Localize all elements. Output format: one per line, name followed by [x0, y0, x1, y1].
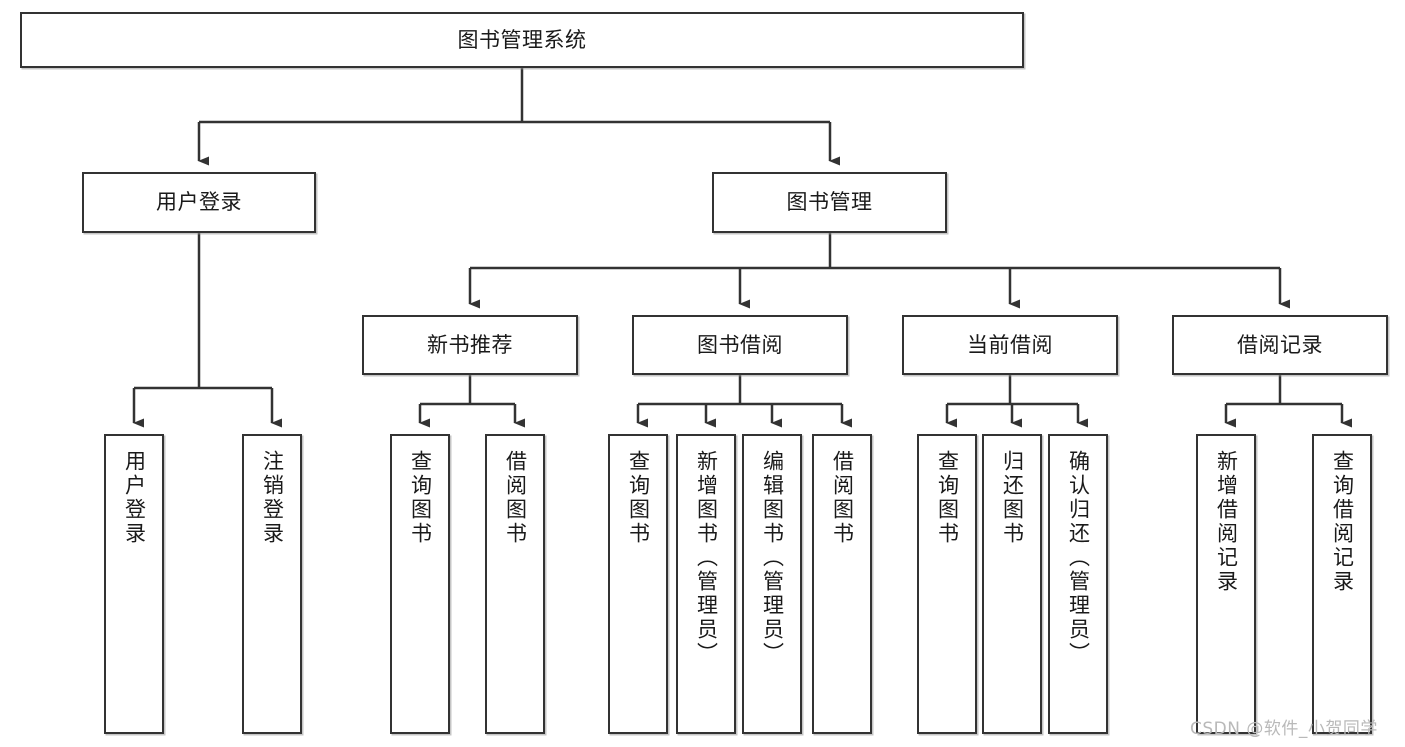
node-leaf-borrow-book-new[interactable]: 借阅图书: [485, 434, 545, 734]
node-current-borrow-label: 当前借阅: [967, 332, 1053, 357]
node-root[interactable]: 图书管理系统: [20, 12, 1024, 68]
node-new-book-recommend[interactable]: 新书推荐: [362, 315, 578, 375]
node-leaf-user-login-label: 用户登录: [122, 450, 147, 546]
node-leaf-add-record[interactable]: 新增借阅记录: [1196, 434, 1256, 734]
node-leaf-return-book-label: 归还图书: [1000, 450, 1025, 546]
node-book-manage-label: 图书管理: [786, 190, 873, 215]
edge-group-current-borrow: [945, 375, 1088, 428]
node-leaf-query-book-new[interactable]: 查询图书: [390, 434, 450, 734]
node-borrow-record-label: 借阅记录: [1237, 332, 1323, 357]
edge-group-book-borrow: [636, 375, 852, 428]
node-root-label: 图书管理系统: [457, 27, 587, 52]
node-user-login-label: 用户登录: [156, 190, 242, 215]
edge-group-borrow-record: [1224, 375, 1352, 428]
node-leaf-add-book-label: 新增图书（管理员）: [694, 450, 719, 666]
node-leaf-add-record-label: 新增借阅记录: [1214, 450, 1239, 594]
node-leaf-query-book-borrow[interactable]: 查询图书: [608, 434, 668, 734]
watermark-text: CSDN @软件_小贺同学: [1190, 719, 1378, 739]
node-leaf-borrow-book-new-label: 借阅图书: [503, 450, 528, 546]
node-leaf-return-book[interactable]: 归还图书: [982, 434, 1042, 734]
node-leaf-query-record-label: 查询借阅记录: [1330, 450, 1355, 594]
node-leaf-borrow-book-label: 借阅图书: [830, 450, 855, 546]
edge-group-root: [197, 68, 840, 166]
edge-group-new-book: [418, 375, 525, 428]
node-leaf-add-book[interactable]: 新增图书（管理员）: [676, 434, 736, 734]
node-current-borrow[interactable]: 当前借阅: [902, 315, 1118, 375]
node-leaf-confirm-return-label: 确认归还（管理员）: [1066, 450, 1091, 666]
node-borrow-record[interactable]: 借阅记录: [1172, 315, 1388, 375]
node-leaf-logout-label: 注销登录: [260, 450, 285, 546]
node-leaf-query-book-current-label: 查询图书: [935, 450, 960, 546]
node-leaf-query-record[interactable]: 查询借阅记录: [1312, 434, 1372, 734]
node-leaf-confirm-return[interactable]: 确认归还（管理员）: [1048, 434, 1108, 734]
node-leaf-edit-book-label: 编辑图书（管理员）: [760, 450, 785, 666]
node-leaf-query-book-borrow-label: 查询图书: [626, 450, 651, 546]
node-user-login[interactable]: 用户登录: [82, 172, 316, 233]
node-leaf-query-book-new-label: 查询图书: [408, 450, 433, 546]
node-leaf-borrow-book[interactable]: 借阅图书: [812, 434, 872, 734]
edge-group-book-manage: [468, 233, 1290, 309]
node-leaf-logout[interactable]: 注销登录: [242, 434, 302, 734]
edge-group-user-login: [132, 233, 282, 428]
node-book-borrow[interactable]: 图书借阅: [632, 315, 848, 375]
node-leaf-query-book-current[interactable]: 查询图书: [917, 434, 977, 734]
node-book-borrow-label: 图书借阅: [697, 332, 783, 357]
node-leaf-edit-book[interactable]: 编辑图书（管理员）: [742, 434, 802, 734]
node-leaf-user-login[interactable]: 用户登录: [104, 434, 164, 734]
node-book-manage[interactable]: 图书管理: [712, 172, 947, 233]
node-new-book-recommend-label: 新书推荐: [427, 332, 513, 357]
